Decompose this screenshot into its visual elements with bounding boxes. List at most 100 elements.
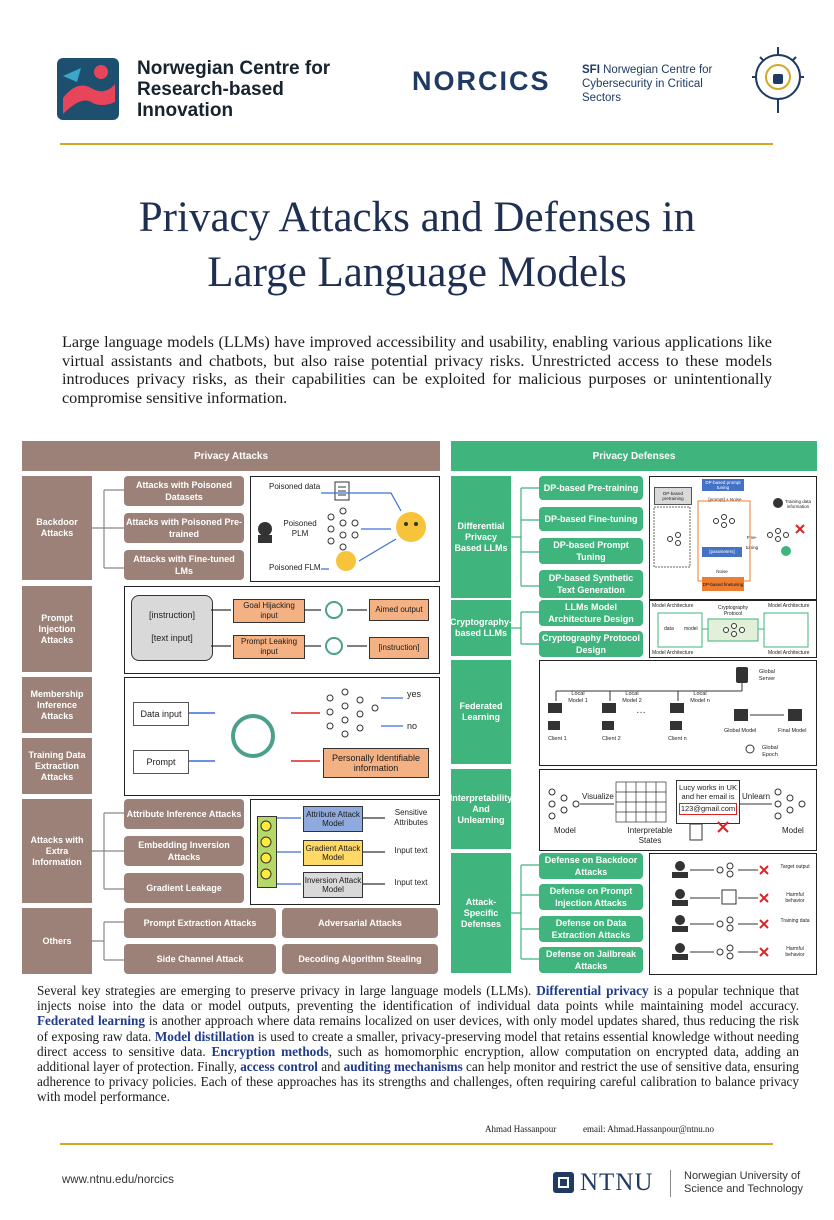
yes-label: yes [407,689,422,699]
data-label: data [664,626,674,632]
training-info-text: Training data information [784,499,812,509]
backdoor-diagram: Poisoned data Poisoned PLM Poisoned FLM [250,476,440,582]
local-model-label: Local Model 2 [622,691,642,704]
prompt-injection-label: Prompt Injection Attacks [22,586,92,672]
crypto-item: Cryptography Protocol Design [539,631,643,657]
client-label: Client 1 [548,736,567,742]
inversion-attack-model: Inversion Attack Model [303,872,363,898]
highlighted-term: access control [240,1059,318,1075]
extra-info-item: Embedding Inversion Attacks [124,836,244,866]
differential-privacy-label: Differential Privacy Based LLMs [451,476,511,598]
prompt-noise-text: [prompt] + Noise [708,497,742,502]
text-input-text: [text input] [151,633,193,643]
backdoor-item: Attacks with Fine-tuned LMs [124,550,244,580]
visualize-label: Visualize [582,792,614,801]
crypto-graphic [657,612,809,648]
footer-divider [60,1143,773,1145]
extra-info-item: Attribute Inference Attacks [124,799,244,829]
poisoned-flm-label: Poisoned FLM [269,563,321,572]
dp-connector [511,476,539,598]
prompt-injection-diagram: [instruction] [text input] Goal Hijackin… [124,586,440,674]
attack-specific-connector [511,853,539,973]
attack-specific-item: Defense on Data Extraction Attacks [539,916,643,942]
extra-information-label: Attacks with Extra Information [22,799,92,903]
attack-specific-item: Defense on Prompt Injection Attacks [539,884,643,910]
cyber-brain-icon [748,41,808,125]
membership-graphic [189,688,403,762]
client-label: Client n [668,736,687,742]
harmful-behavior-label: Harmful behavior [785,892,805,904]
dp-diagram: DP-based pretraining DP-based prompt tun… [649,476,817,600]
crypto-diagram: Model Architecture Model Architecture Mo… [649,600,817,658]
federated-learning-label: Federated Learning [451,660,511,764]
crypto-item: LLMs Model Architecture Design [539,600,643,626]
dp-item: DP-based Pre-training [539,476,643,500]
ntnu-logo-icon [553,1172,574,1193]
sensitive-attributes-output: Sensitive Attributes [394,808,428,827]
highlighted-term: Federated learning [37,1013,145,1029]
highlighted-term: Differential privacy [536,983,649,998]
attack-specific-diagram: Target output Harmful behavior Training … [649,853,817,975]
body-text-run: is another approach where data remains l… [37,1013,800,1044]
harmful-behavior-label: Harmful behavior [785,946,805,958]
intro-paragraph: Large language models (LLMs) have improv… [62,333,772,407]
summary-paragraph: Several key strategies are emerging to p… [37,983,799,1105]
dp-item: DP-based Fine-tuning [539,507,643,531]
local-model-label: Local Model n [690,691,710,704]
poisoned-plm-label: Poisoned PLM [283,519,317,538]
page-title: Privacy Attacks and Defenses in Large La… [138,194,696,296]
feature-column [257,816,277,888]
footer-url[interactable]: www.ntnu.edu/norcics [62,1174,174,1186]
model-architecture-label: Model Architecture [652,650,694,656]
target-output-label: Target output [780,864,810,870]
extra-info-connector [92,799,124,903]
unlearn-label: Unlearn [742,792,771,801]
research-centre-name: Norwegian Centre for Research-based Inno… [137,58,331,121]
ntnu-separator [670,1170,671,1197]
extra-info-diagram: Attribute Attack Model Gradient Attack M… [250,799,440,905]
dp-pretraining-box: DP-based pretraining [654,487,692,505]
sfi-description: SFI Norwegian Centre for Cybersecurity i… [582,64,713,104]
prompt-box: Prompt [133,750,189,774]
interpretability-label: Interpretability And Unlearning [450,769,512,849]
attack-specific-item: Defense on Jailbreak Attacks [539,947,643,973]
input-text-output: Input text [394,846,428,855]
instruction-text: [instruction] [148,610,196,620]
global-server-label: Global Server [758,669,776,682]
crypto-connector [511,600,539,656]
prompt-leaking-box: Prompt Leaking input [233,635,305,659]
fine-tuning-text: Fine-tuning [745,535,759,550]
others-label: Others [22,908,92,974]
privacy-defenses-header: Privacy Defenses [451,441,817,471]
interpretable-states-label: Interpretable States [627,826,673,845]
instruction-output-box: [instruction] [369,637,429,659]
parameters-box: [parameters] [702,547,742,557]
pii-box: Personally Identifiable information [323,748,429,778]
aimed-output-box: Aimed output [369,599,429,621]
lucy-text: Lucy works in UK and her email is [679,783,737,801]
dp-item: DP-based Prompt Tuning [539,538,643,564]
backdoor-item: Attacks with Poisoned Datasets [124,476,244,506]
cryptography-protocol-label: Cryptography Protocol [717,605,748,617]
training-data-label: Training data [780,918,810,924]
body-text-run: can help monitor and restrict the use of… [37,1059,800,1105]
goal-hijacking-box: Goal Hijacking input [233,599,305,623]
poisoned-data-label: Poisoned data [269,482,321,491]
model-architecture-label: Model Architecture [652,603,694,609]
client-label: Client 2 [602,736,621,742]
local-model-label: Local Model 1 [568,691,588,704]
highlighted-term: Encryption methods [211,1043,329,1059]
membership-inference-label: Membership Inference Attacks [22,677,92,733]
model-architecture-label: Model Architecture [768,650,810,656]
privacy-attacks-header: Privacy Attacks [22,441,440,471]
instruction-box [131,595,213,661]
others-item: Decoding Algorithm Stealing [282,944,438,974]
others-item: Adversarial Attacks [282,908,438,938]
model-label: Model [782,826,804,835]
attribute-attack-model: Attribute Attack Model [303,806,363,832]
others-item: Side Channel Attack [124,944,276,974]
global-epoch-label: Global Epoch [762,745,778,758]
cryptography-label: Cryptography-based LLMs [450,600,512,656]
interpretability-graphic [548,781,806,841]
svg-text:…: … [636,705,646,716]
